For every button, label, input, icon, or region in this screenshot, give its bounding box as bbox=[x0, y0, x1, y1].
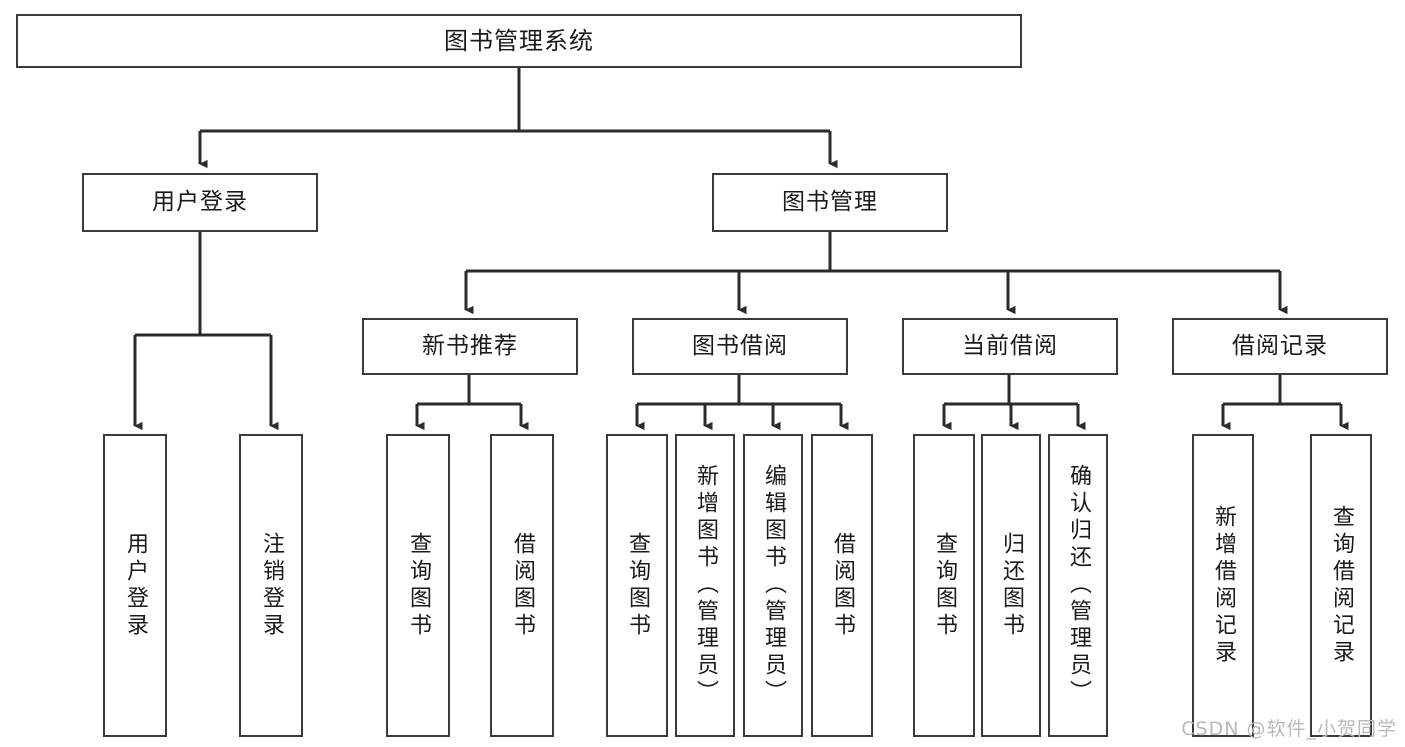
leaf-record-add-borrow-record[interactable]: 新增借阅记录 bbox=[1192, 434, 1254, 737]
node-label: 借阅图书 bbox=[510, 531, 535, 640]
node-label: 借阅图书 bbox=[830, 531, 855, 640]
node-label: 用户登录 bbox=[123, 531, 148, 640]
node-label: 用户登录 bbox=[152, 188, 248, 215]
node-user-login[interactable]: 用户登录 bbox=[82, 173, 318, 232]
node-label: 借阅记录 bbox=[1232, 332, 1328, 359]
leaf-borrow-edit-book-admin[interactable]: 编辑图书（管理员） bbox=[743, 434, 803, 737]
node-label: 图书借阅 bbox=[692, 332, 788, 359]
leaf-user-logout[interactable]: 注销登录 bbox=[239, 434, 303, 737]
leaf-current-query-book[interactable]: 查询图书 bbox=[913, 434, 975, 737]
node-borrow-record[interactable]: 借阅记录 bbox=[1172, 318, 1388, 375]
csdn-watermark: CSDN @软件_小贺同学 bbox=[1181, 718, 1397, 740]
node-label: 查询借阅记录 bbox=[1329, 504, 1354, 667]
node-book-management[interactable]: 图书管理 bbox=[712, 173, 948, 232]
leaf-recommend-borrow-book[interactable]: 借阅图书 bbox=[490, 434, 554, 737]
node-label: 新增图书（管理员） bbox=[693, 464, 718, 707]
node-root-library-system[interactable]: 图书管理系统 bbox=[16, 14, 1022, 68]
node-label: 确认归还（管理员） bbox=[1066, 464, 1091, 707]
node-label: 查询图书 bbox=[932, 531, 957, 640]
node-label: 注销登录 bbox=[259, 531, 284, 640]
node-new-book-recommend[interactable]: 新书推荐 bbox=[362, 318, 578, 375]
node-label: 查询图书 bbox=[625, 531, 650, 640]
node-label: 图书管理系统 bbox=[444, 26, 594, 55]
leaf-current-return-book[interactable]: 归还图书 bbox=[981, 434, 1041, 737]
node-label: 查询图书 bbox=[406, 531, 431, 640]
leaf-borrow-add-book-admin[interactable]: 新增图书（管理员） bbox=[675, 434, 735, 737]
leaf-borrow-query-book[interactable]: 查询图书 bbox=[606, 434, 668, 737]
node-label: 当前借阅 bbox=[962, 332, 1058, 359]
leaf-borrow-borrow-book[interactable]: 借阅图书 bbox=[811, 434, 873, 737]
leaf-user-login[interactable]: 用户登录 bbox=[103, 434, 167, 737]
leaf-current-confirm-return-admin[interactable]: 确认归还（管理员） bbox=[1048, 434, 1108, 737]
node-label: 图书管理 bbox=[782, 188, 878, 215]
node-label: 编辑图书（管理员） bbox=[761, 464, 786, 707]
node-current-borrow[interactable]: 当前借阅 bbox=[902, 318, 1118, 375]
node-label: 新书推荐 bbox=[422, 332, 518, 359]
leaf-recommend-query-book[interactable]: 查询图书 bbox=[386, 434, 450, 737]
node-book-borrow[interactable]: 图书借阅 bbox=[632, 318, 848, 375]
node-label: 新增借阅记录 bbox=[1211, 504, 1236, 667]
node-label: 归还图书 bbox=[999, 531, 1024, 640]
leaf-record-query-borrow-record[interactable]: 查询借阅记录 bbox=[1310, 434, 1372, 737]
